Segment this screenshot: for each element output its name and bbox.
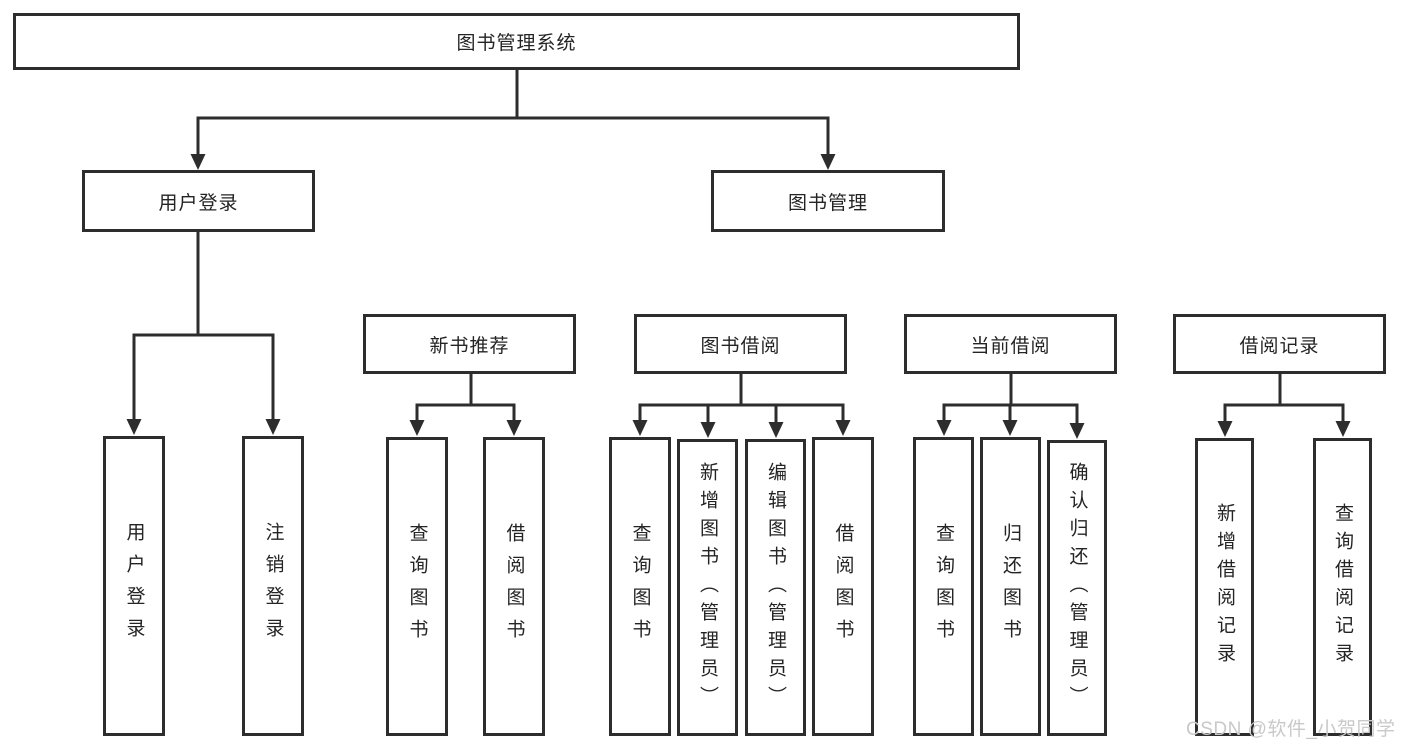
node-book-borrowing: 图书借阅 — [634, 314, 847, 374]
node-book-management: 图书管理 — [711, 170, 945, 232]
branch-book-borrowing — [632, 373, 851, 438]
leaf-add-books-admin: 新增图书（管理员） — [677, 439, 738, 736]
branch-borrowing-records — [1217, 373, 1351, 437]
leaf-return-books: 归还图书 — [980, 437, 1041, 736]
leaf-borrow-books-1: 借阅图书 — [483, 437, 545, 736]
watermark: CSDN @软件_小贺同学 — [1186, 719, 1396, 740]
branch-new-book-recommend — [409, 373, 522, 436]
leaf-query-books-1: 查询图书 — [386, 437, 448, 736]
branch-user-login — [126, 232, 281, 435]
node-library-system: 图书管理系统 — [13, 13, 1020, 70]
node-user-login: 用户登录 — [82, 170, 315, 232]
leaf-query-books-2: 查询图书 — [609, 437, 671, 736]
leaf-confirm-return-admin: 确认归还（管理员） — [1047, 440, 1107, 736]
node-new-book-recommend: 新书推荐 — [363, 314, 576, 374]
leaf-logout: 注销登录 — [242, 436, 304, 736]
leaf-edit-books-admin: 编辑图书（管理员） — [745, 439, 806, 736]
branch-current-borrowing — [936, 373, 1085, 439]
leaf-borrow-books-2: 借阅图书 — [812, 437, 874, 736]
leaf-query-books-3: 查询图书 — [913, 437, 974, 736]
node-borrowing-records: 借阅记录 — [1173, 314, 1386, 374]
leaf-query-borrow-record: 查询借阅记录 — [1313, 438, 1372, 736]
leaf-user-login: 用户登录 — [103, 436, 165, 736]
branch-root — [190, 69, 836, 170]
leaf-add-borrow-record: 新增借阅记录 — [1195, 438, 1254, 736]
node-current-borrowing: 当前借阅 — [904, 314, 1117, 374]
